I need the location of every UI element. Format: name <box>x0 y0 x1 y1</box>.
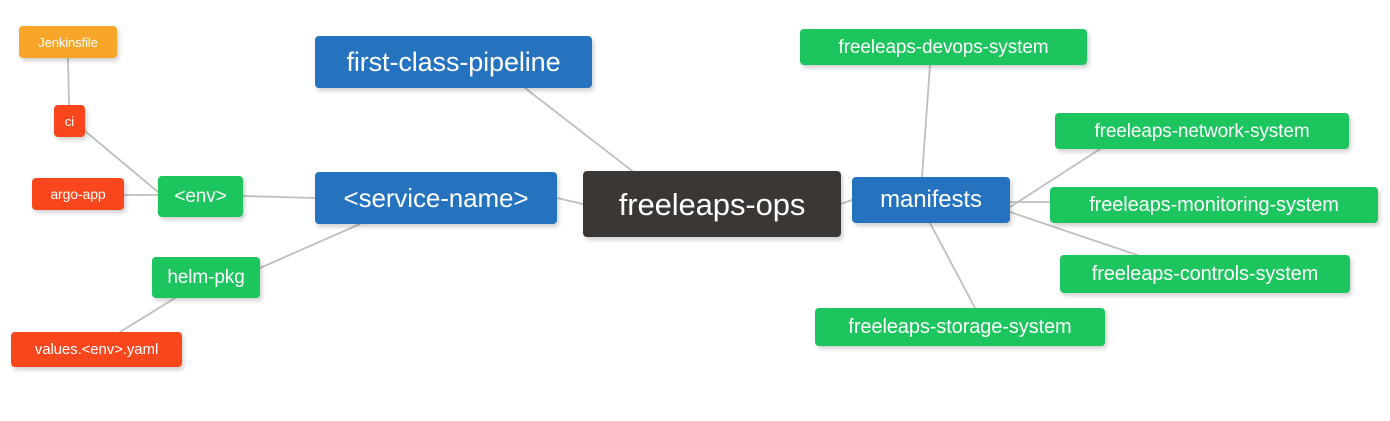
node-label-freeleaps-ops: freeleaps-ops <box>618 186 806 222</box>
node-env[interactable]: <env> <box>158 176 243 217</box>
node-manifests[interactable]: manifests <box>852 177 1010 223</box>
node-ci[interactable]: ci <box>54 105 85 137</box>
node-service-name[interactable]: <service-name> <box>315 172 557 224</box>
node-label-storage-system: freeleaps-storage-system <box>848 316 1072 338</box>
node-freeleaps-ops[interactable]: freeleaps-ops <box>583 171 841 237</box>
edge-helm-pkg-to-values-env-yaml <box>119 297 176 333</box>
node-label-service-name: <service-name> <box>343 183 529 213</box>
node-label-values-env-yaml: values.<env>.yaml <box>34 341 159 358</box>
node-network-system[interactable]: freeleaps-network-system <box>1055 113 1349 149</box>
edge-service-name-to-helm-pkg <box>259 223 361 269</box>
node-values-env-yaml[interactable]: values.<env>.yaml <box>11 332 182 367</box>
node-label-ci: ci <box>64 113 75 129</box>
node-label-jenkinsfile: Jenkinsfile <box>38 34 98 50</box>
edge-freeleaps-ops-to-first-class-pipeline <box>524 87 641 178</box>
node-jenkinsfile[interactable]: Jenkinsfile <box>19 26 117 58</box>
node-label-monitoring-system: freeleaps-monitoring-system <box>1089 194 1339 216</box>
node-label-network-system: freeleaps-network-system <box>1094 120 1310 142</box>
node-label-argo-app: argo-app <box>50 186 106 202</box>
node-devops-system[interactable]: freeleaps-devops-system <box>800 29 1087 65</box>
node-first-class-pipeline[interactable]: first-class-pipeline <box>315 36 592 88</box>
node-label-devops-system: freeleaps-devops-system <box>838 36 1049 58</box>
edge-service-name-to-env <box>242 195 316 199</box>
node-label-env: <env> <box>174 186 227 207</box>
node-label-controls-system: freeleaps-controls-system <box>1091 263 1319 285</box>
edge-freeleaps-ops-to-manifests <box>840 199 853 205</box>
node-label-helm-pkg: helm-pkg <box>167 267 245 288</box>
edge-manifests-to-storage-system <box>929 222 976 309</box>
node-helm-pkg[interactable]: helm-pkg <box>152 257 260 298</box>
node-controls-system[interactable]: freeleaps-controls-system <box>1060 255 1350 293</box>
node-monitoring-system[interactable]: freeleaps-monitoring-system <box>1050 187 1378 223</box>
node-label-manifests: manifests <box>880 186 982 213</box>
node-argo-app[interactable]: argo-app <box>32 178 124 210</box>
node-storage-system[interactable]: freeleaps-storage-system <box>815 308 1105 346</box>
edge-ci-to-jenkinsfile <box>67 57 70 106</box>
node-label-first-class-pipeline: first-class-pipeline <box>346 46 561 77</box>
edge-freeleaps-ops-to-service-name <box>556 197 584 205</box>
edge-manifests-to-devops-system <box>921 64 931 178</box>
